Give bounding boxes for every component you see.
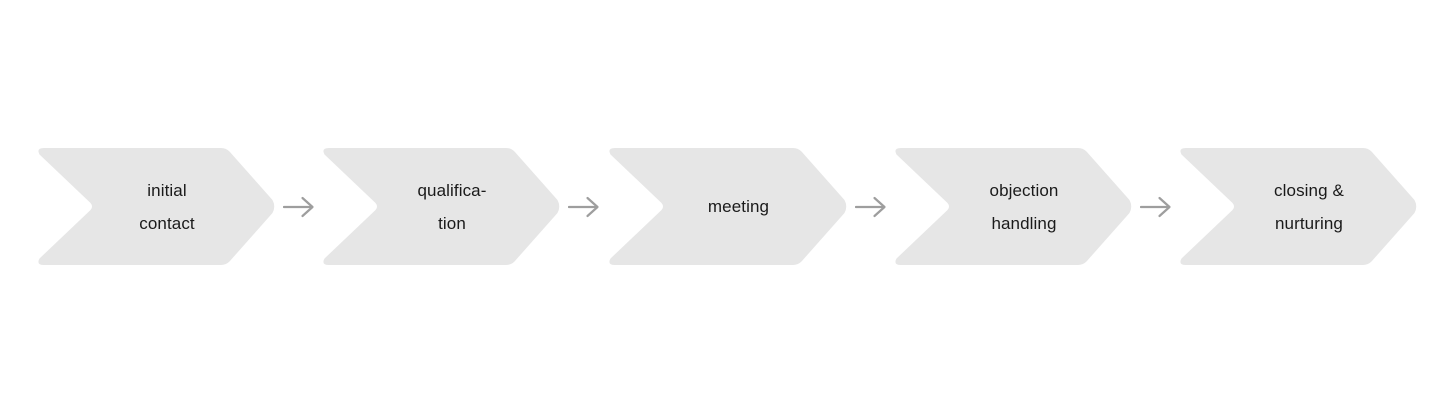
process-step-4[interactable]: objection handling [893, 148, 1133, 265]
connector-4 [1133, 148, 1178, 265]
chevron-shape [895, 148, 1132, 265]
chevron-shape [323, 148, 560, 265]
process-step-3[interactable]: meeting [607, 148, 848, 265]
connector-1 [276, 148, 321, 265]
process-step-2[interactable]: qualifica- tion [321, 148, 561, 265]
process-step-row: initial contact qualifica- tion [0, 148, 1456, 265]
process-step-1[interactable]: initial contact [36, 148, 276, 265]
chevron-shape [1180, 148, 1417, 265]
arrow-right-icon [854, 196, 886, 217]
process-step-5[interactable]: closing & nurturing [1178, 148, 1418, 265]
chevron-shape [38, 148, 275, 265]
arrow-right-icon [1139, 196, 1171, 217]
chevron-shape [609, 148, 847, 265]
left-margin-spacer [0, 148, 36, 265]
connector-3 [848, 148, 893, 265]
arrow-right-icon [282, 196, 314, 217]
connector-2 [561, 148, 607, 265]
arrow-right-icon [568, 196, 599, 217]
